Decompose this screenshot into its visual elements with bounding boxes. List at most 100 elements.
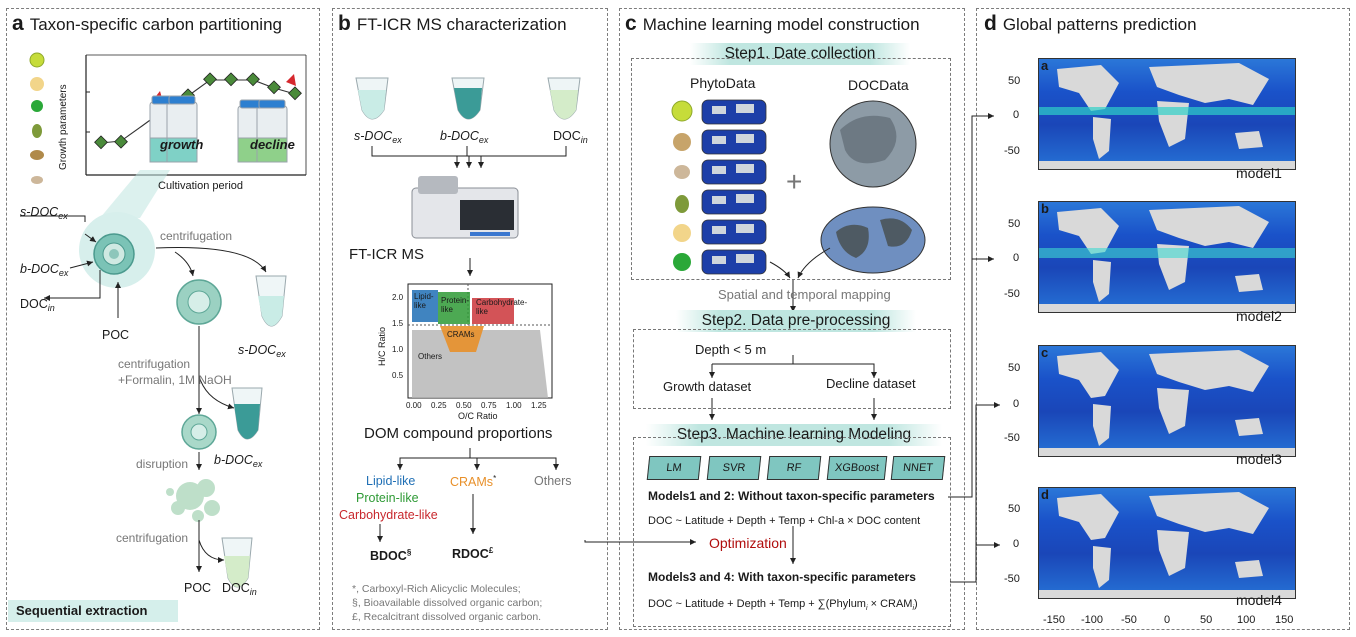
m4-ytick-50: 50 [1008, 503, 1021, 515]
vk-ytick-3: 0.5 [392, 371, 404, 380]
vk-region-carb: Carbohydrate-like [476, 298, 528, 316]
xtick-150: 150 [1275, 614, 1294, 626]
rdoc-label: RDOC£ [452, 546, 494, 561]
a-bdoc-label: b-DOCex [20, 262, 69, 278]
map-model3 [1038, 345, 1296, 457]
model-xgboost: XGBoost [826, 456, 888, 480]
bdoc-label: BDOC§ [370, 548, 412, 563]
xtick-n150: -150 [1043, 614, 1066, 626]
m3-ytick-0: 0 [1013, 398, 1020, 410]
map4-tag: d [1041, 487, 1049, 502]
centrifugation-label-1: centrifugation [160, 229, 233, 243]
dom-title: DOM compound proportions [364, 425, 553, 442]
a-docin-out-label: DOCin [222, 581, 257, 597]
vk-xtick-0: 0.00 [406, 401, 422, 410]
model-svr: SVR [706, 456, 762, 480]
phytodata-label: PhytoData [690, 75, 756, 91]
m4-ytick-n50: -50 [1004, 573, 1020, 585]
a-bdoc-out-label: b-DOCex [214, 453, 263, 469]
sequential-extraction-label: Sequential extraction [16, 603, 148, 618]
map-model4 [1038, 487, 1296, 599]
map1-name: model1 [1236, 165, 1282, 181]
a-docin-label: DOCin [20, 297, 55, 313]
panel-a [6, 8, 320, 630]
m3-ytick-50: 50 [1008, 362, 1021, 374]
formalin-label: +Formalin, 1M NaOH [118, 373, 232, 387]
map4-name: model4 [1236, 592, 1282, 608]
map-model2 [1038, 201, 1296, 313]
a-sdoc-out-label: s-DOCex [238, 343, 286, 359]
xtick-n50: -50 [1121, 614, 1137, 626]
crams-label: CRAMs* [450, 474, 497, 489]
equation-2: DOC ~ Latitude + Depth + Temp + ∑(Phylum… [648, 598, 918, 612]
m2-ytick-50: 50 [1008, 218, 1021, 230]
vk-xtick-1: 0.25 [431, 401, 447, 410]
vk-ylabel: H/C Ratio [377, 326, 387, 366]
depth-label: Depth < 5 m [695, 342, 767, 357]
m1-ytick-n50: -50 [1004, 145, 1020, 157]
m4-ytick-0: 0 [1013, 538, 1020, 550]
vk-xtick-5: 1.25 [531, 401, 547, 410]
decline-dataset-label: Decline dataset [826, 376, 916, 391]
instrument-label: FT-ICR MS [349, 246, 424, 263]
vk-ytick-0: 2.0 [392, 293, 404, 302]
vk-xtick-4: 1.00 [506, 401, 522, 410]
map2-tag: b [1041, 201, 1049, 216]
models12-label: Models1 and 2: Without taxon-specific pa… [648, 489, 935, 503]
step2-banner: Step2. Data pre-processing [676, 310, 916, 332]
a-poc-in-label: POC [102, 328, 130, 342]
m1-ytick-50: 50 [1008, 75, 1021, 87]
b-sdoc-label: s-DOCex [354, 129, 402, 145]
growth-plot-xlabel: Cultivation period [158, 180, 243, 192]
vk-xlabel: O/C Ratio [458, 411, 498, 421]
b-docin-label: DOCin [553, 129, 588, 145]
growth-plot-ylabel: Growth parameters [58, 84, 69, 170]
models34-label: Models3 and 4: With taxon-specific param… [648, 570, 916, 584]
vk-region-others: Others [418, 352, 443, 361]
xtick-0: 0 [1164, 614, 1171, 626]
a-poc-out-label: POC [184, 581, 212, 595]
equation-1: DOC ~ Latitude + Depth + Temp + Chl-a × … [648, 515, 921, 527]
vk-ytick-1: 1.5 [392, 319, 404, 328]
vk-region-protein: Protein-like [441, 296, 470, 314]
vk-xtick-2: 0.50 [456, 401, 472, 410]
map3-name: model3 [1236, 451, 1282, 467]
lipid-like-label: Lipid-like [366, 474, 416, 488]
step3-box [633, 437, 951, 627]
m1-ytick-0: 0 [1013, 109, 1020, 121]
optimization-label: Optimization [709, 535, 787, 551]
growth-dataset-label: Growth dataset [663, 379, 752, 394]
m3-ytick-n50: -50 [1004, 432, 1020, 444]
footnote-1: *, Carboxyl-Rich Alicyclic Molecules; [352, 583, 521, 595]
step3-banner: Step3. Machine learning Modeling [646, 424, 942, 446]
centrifugation-label-2: centrifugation [118, 357, 191, 371]
step1-banner: Step1. Date collection [690, 43, 910, 65]
vk-region-crams: CRAMs [447, 330, 475, 339]
decline-label: decline [250, 137, 295, 152]
protein-like-label: Protein-like [356, 491, 419, 505]
footnote-2: §, Bioavailable dissolved organic carbon… [352, 597, 543, 609]
carbohydrate-like-label: Carbohydrate-like [339, 508, 438, 522]
m2-ytick-0: 0 [1013, 252, 1020, 264]
others-label: Others [534, 474, 572, 488]
map2-name: model2 [1236, 308, 1282, 324]
a-sdoc-label: s-DOCex [20, 205, 68, 221]
b-bdoc-label: b-DOCex [440, 129, 489, 145]
map3-tag: c [1041, 345, 1049, 360]
centrifugation-label-3: centrifugation [116, 531, 189, 545]
vk-xtick-3: 0.75 [481, 401, 497, 410]
model-nnet: NNET [890, 456, 946, 480]
m2-ytick-n50: -50 [1004, 288, 1020, 300]
model-rf: RF [766, 456, 822, 480]
docdata-label: DOCData [848, 77, 909, 93]
xtick-100: 100 [1237, 614, 1256, 626]
xtick-50: 50 [1200, 614, 1213, 626]
model-lm: LM [646, 456, 702, 480]
mapping-label: Spatial and temporal mapping [718, 287, 891, 302]
map1-tag: a [1041, 58, 1049, 73]
vk-region-lipid: Lipid-like [414, 292, 434, 310]
